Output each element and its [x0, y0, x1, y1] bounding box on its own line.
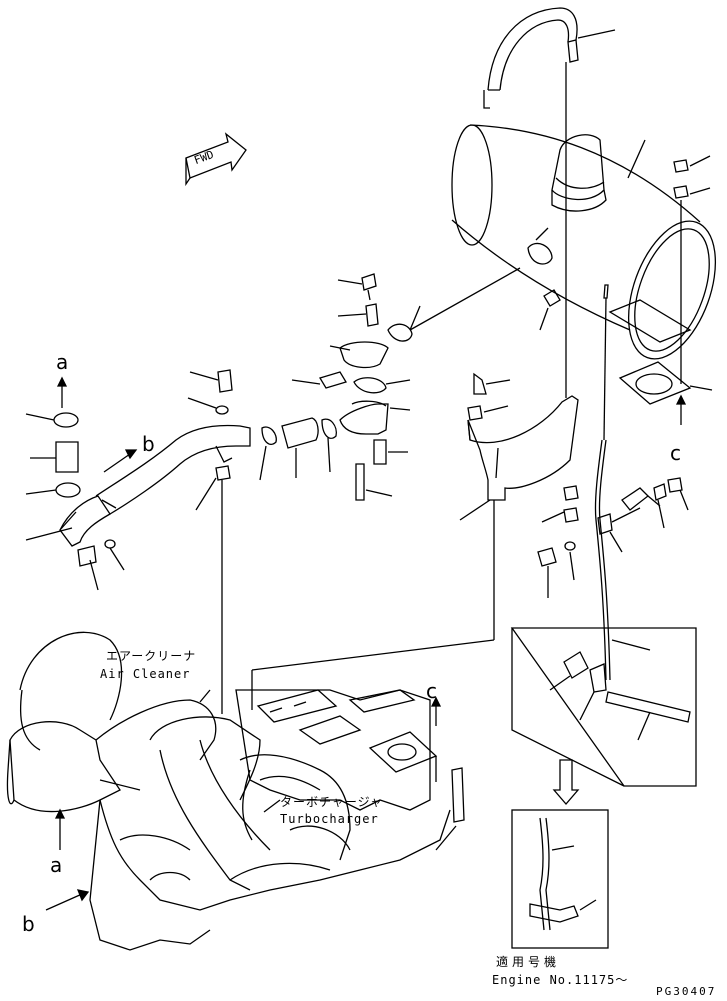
clamp-parts-right — [537, 477, 689, 598]
drain-rod — [594, 284, 611, 681]
applicability-label-en: Engine No.11175～ — [492, 973, 629, 987]
label-b-bottom: b — [22, 912, 35, 936]
nuts-right — [673, 155, 711, 384]
muffler — [409, 124, 717, 360]
arrow-a-top — [56, 376, 68, 408]
air-cleaner-label-en: Air Cleaner — [100, 667, 191, 681]
muffler-strap — [483, 7, 616, 398]
label-b-top: b — [142, 432, 155, 456]
arrow-c-engine — [430, 696, 442, 726]
turbocharger-label-en: Turbocharger — [280, 812, 379, 826]
arrow-b-top — [103, 449, 138, 473]
muffler-nut — [539, 289, 561, 331]
turbocharger-leader — [263, 799, 281, 813]
hose-clamps-left — [25, 412, 125, 591]
pipe-bolt — [187, 369, 233, 714]
hose-clamps-middle — [259, 417, 337, 481]
label-a-bottom: a — [50, 853, 63, 877]
arrow-c-right — [675, 394, 687, 425]
turbocharger-label-jp: ターボチャージャ — [280, 795, 384, 809]
applicability-label-jp: 適用号機 — [496, 955, 561, 969]
air-cleaner-leader — [199, 689, 211, 703]
engine-assembly — [6, 631, 465, 951]
label-c-right: c — [670, 441, 681, 465]
arrow-down — [552, 759, 580, 805]
muffler-bracket — [251, 372, 579, 710]
arrow-a-bottom — [54, 808, 66, 850]
label-c-engine: c — [426, 679, 437, 703]
arrow-b-bottom — [45, 889, 90, 911]
detail-box-earlier — [511, 809, 609, 949]
muffler-gasket — [618, 361, 713, 405]
fwd-arrow-icon — [185, 132, 247, 187]
detail-box-rod-clamp — [510, 627, 697, 787]
exhaust-elbow-parts — [291, 273, 421, 501]
air-cleaner-label-jp: エアークリーナ — [106, 649, 197, 663]
intake-pipe — [25, 424, 251, 547]
label-a-top: a — [56, 350, 69, 374]
drawing-code: PG30407 — [656, 985, 717, 998]
